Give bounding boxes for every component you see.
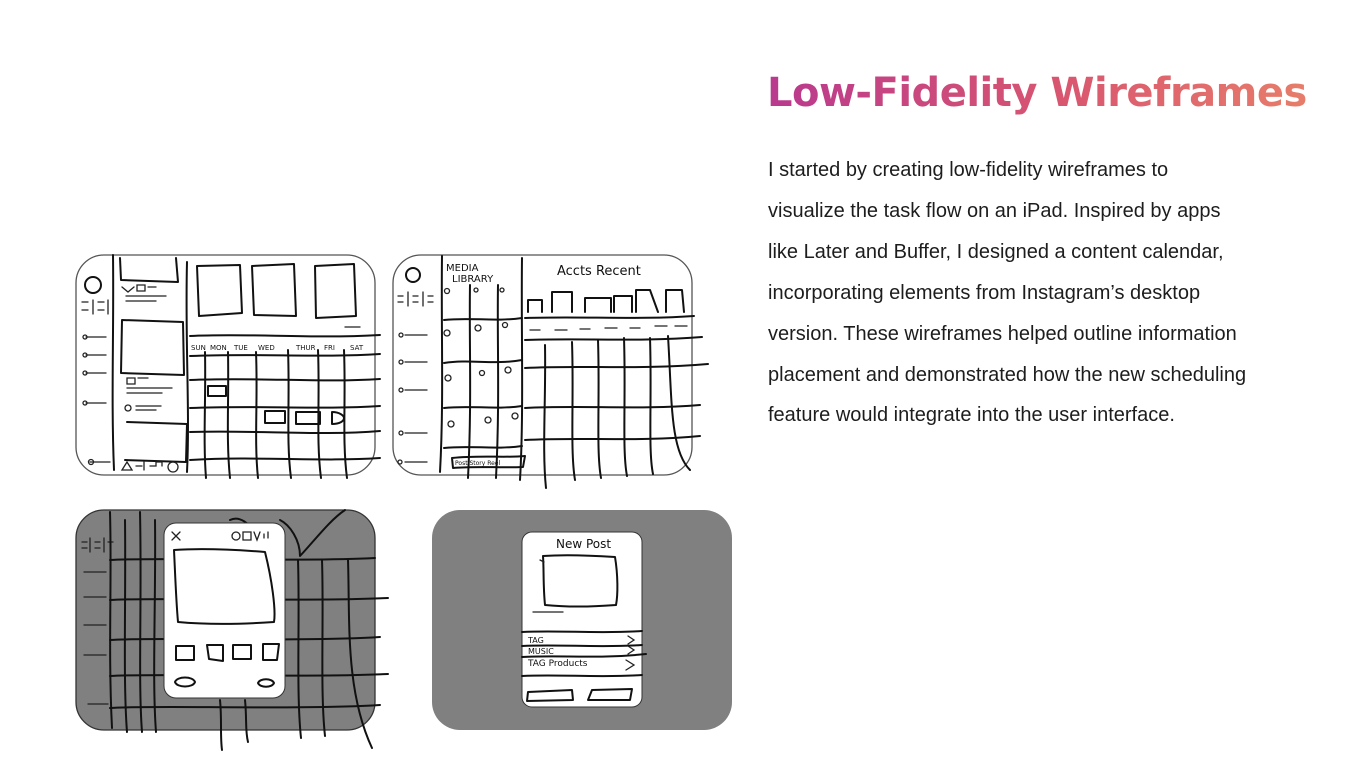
- calendar-day-label-sat: SAT: [350, 344, 364, 352]
- accounts-recent-header: Accts Recent: [557, 264, 641, 279]
- new-post-item-tag-products: TAG Products: [527, 659, 588, 669]
- description-paragraph: I started by creating low-fidelity wiref…: [768, 159, 1247, 427]
- calendar-day-label-fri: FRI: [324, 344, 335, 352]
- wireframe-new-post: New Post TAG MUSIC TAG Products: [432, 510, 732, 730]
- calendar-day-label-mon: MON: [210, 344, 227, 352]
- new-post-item-tag: TAG: [527, 636, 544, 645]
- wireframe-media-library: MEDIA LIBRARY Post Story Reel Accts Rece…: [392, 254, 709, 489]
- new-post-title: New Post: [556, 537, 611, 551]
- media-library-tabs: Post Story Reel: [455, 460, 501, 467]
- calendar-day-label-tue: TUE: [233, 344, 248, 352]
- calendar-day-label-thur: THUR: [295, 344, 316, 352]
- media-library-title-line2: LIBRARY: [452, 274, 494, 285]
- wireframe-calendar: SUN MON TUE WED THUR FRI SAT: [75, 254, 381, 479]
- wireframe-sketches: SUN MON TUE WED THUR FRI SAT MEDIA: [75, 254, 732, 751]
- media-library-title-line1: MEDIA: [446, 263, 479, 274]
- new-post-item-music: MUSIC: [528, 647, 554, 656]
- page-title: Low-Fidelity Wireframes: [767, 70, 1307, 116]
- calendar-day-label-wed: WED: [258, 344, 275, 352]
- wireframe-upload-dialog: [75, 509, 389, 751]
- calendar-day-label-sun: SUN: [191, 344, 206, 352]
